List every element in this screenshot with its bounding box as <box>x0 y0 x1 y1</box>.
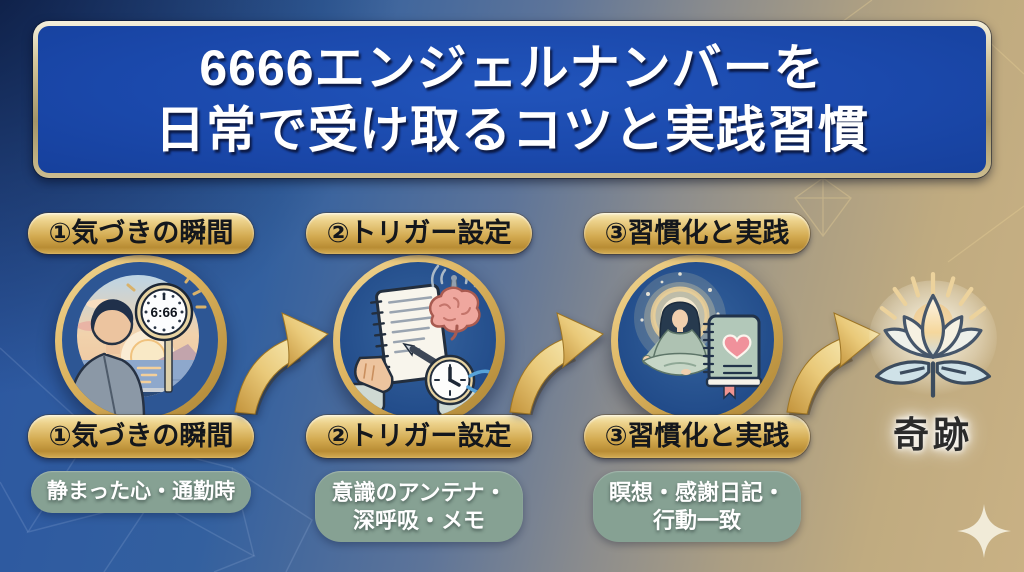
step-1-caption-pill: ①気づきの瞬間 <box>27 415 255 458</box>
step-1-label-pill: ①気づきの瞬間 <box>27 213 255 254</box>
heart-journal-icon <box>702 314 763 400</box>
title-banner: 6666エンジェルナンバーを 日常で受け取るコツと実践習慣 <box>33 21 991 178</box>
clock-time-text: 6:66 <box>150 305 178 320</box>
step-2-label-pill: ②トリガー設定 <box>305 213 533 254</box>
lotus-icon <box>869 272 997 398</box>
flow-arrow-icon-2 <box>509 312 604 415</box>
sparkle-icon <box>957 504 1011 558</box>
step-column-2: ②トリガー設定 <box>300 213 538 543</box>
clock-666-icon: 6:66 <box>126 273 207 342</box>
step-1-circle: 6:66 <box>55 255 227 427</box>
title-line-2: 日常で受け取るコツと実践習慣 <box>155 101 869 158</box>
bookmark-ribbon <box>723 385 736 400</box>
step-2-circle <box>333 255 505 427</box>
light-rays <box>879 272 987 320</box>
step-column-3: ③習慣化と実践 <box>575 213 819 543</box>
step-2-description: 意識のアンテナ・ 深呼吸・メモ <box>315 471 523 543</box>
sunset-clock-illustration: 6:66 <box>62 262 218 418</box>
step-2-caption-pill: ②トリガー設定 <box>305 415 533 458</box>
lotus-leaves <box>874 360 992 385</box>
title-line-1: 6666エンジェルナンバーを <box>199 40 825 96</box>
flow-arrow-icon-3 <box>786 312 881 415</box>
step-column-1: ①気づきの瞬間 <box>26 213 256 514</box>
step-1-description: 静まった心・通勤時 <box>30 471 252 514</box>
flow-arrow-icon-1 <box>234 312 329 415</box>
lotus-petals <box>883 293 983 359</box>
trigger-illustration <box>340 262 496 418</box>
title-banner-inner: 6666エンジェルナンバーを 日常で受け取るコツと実践習慣 <box>38 26 986 173</box>
result-column: 奇跡 <box>855 272 1011 458</box>
step-3-label-pill: ③習慣化と実践 <box>583 213 811 254</box>
step-3-description: 瞑想・感謝日記・ 行動一致 <box>592 471 801 543</box>
step-3-circle <box>611 255 783 427</box>
habit-illustration <box>618 262 774 418</box>
result-label: 奇跡 <box>892 414 973 455</box>
step-3-caption-pill: ③習慣化と実践 <box>583 415 811 458</box>
